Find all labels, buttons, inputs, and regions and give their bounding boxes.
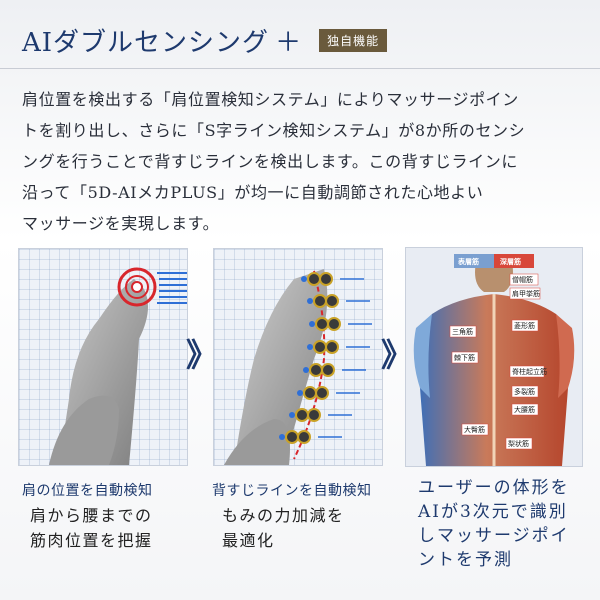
step-1-line: 肩から腰までの xyxy=(30,506,153,525)
muscle-label: 肩甲挙筋 xyxy=(512,289,540,298)
step-3-line: ユーザーの体形を xyxy=(418,478,570,498)
muscle-label: 梨状筋 xyxy=(508,439,529,448)
muscle-label: 僧帽筋 xyxy=(512,275,533,284)
massage-roller-icon xyxy=(285,272,341,444)
header-divider xyxy=(0,68,600,69)
step-2-heading: 背すじラインを自動検知 xyxy=(212,483,372,499)
step-3-body: ユーザーの体形を AIが3次元で識別 しマッサージポイ ントを予測 xyxy=(418,476,570,572)
title-plus: ＋ xyxy=(275,28,302,58)
step-3-line: AIが3次元で識別 xyxy=(418,502,568,522)
deep-muscle-label: 深層筋 xyxy=(500,257,521,266)
description: 肩位置を検出する「肩位置検知システム」によりマッサージポイン トを割り出し、さら… xyxy=(22,84,582,239)
page-title: AIダブルセンシング xyxy=(22,28,270,58)
description-line: トを割り出し、さらに「S字ライン検知システム」が8か所のセンシ xyxy=(22,121,526,140)
muscle-label: 菱形筋 xyxy=(514,321,535,330)
step-2-body: もみの力加減を 最適化 xyxy=(222,503,345,553)
description-line: ングを行うことで背すじラインを検出します。この背すじラインに xyxy=(22,152,518,171)
shoulder-sensor-icon xyxy=(117,267,157,307)
step-2-line: もみの力加減を xyxy=(222,506,345,525)
spine-detection-illustration xyxy=(214,249,382,465)
feature-badge: 独自機能 xyxy=(319,29,388,52)
muscle-label: 三角筋 xyxy=(452,327,473,336)
description-line: 沿って「5D-AIメカPLUS」が均一に自動調節された心地よい xyxy=(22,183,484,202)
step-1-line: 筋肉位置を把握 xyxy=(30,531,153,550)
layer-arrow xyxy=(454,254,534,268)
step-3-line: ントを予測 xyxy=(418,550,513,570)
step-1-heading: 肩の位置を自動検知 xyxy=(22,483,153,499)
header: AIダブルセンシング ＋ 独自機能 xyxy=(22,22,388,59)
spine-detection-image xyxy=(213,248,383,466)
surface-muscle-label: 表層筋 xyxy=(457,257,479,266)
shoulder-detection-image xyxy=(18,248,188,466)
step-3-line: しマッサージポイ xyxy=(418,526,570,546)
step-1-body: 肩から腰までの 筋肉位置を把握 xyxy=(30,503,153,553)
muscle-label: 棘下筋 xyxy=(454,353,475,362)
anatomy-illustration: 表層筋 深層筋 僧帽筋 肩甲挙筋 三角筋 菱形筋 棘下筋 脊柱起立筋 多裂筋 大… xyxy=(406,248,582,466)
step-2-line: 最適化 xyxy=(222,531,275,550)
anatomy-image: 表層筋 深層筋 僧帽筋 肩甲挙筋 三角筋 菱形筋 棘下筋 脊柱起立筋 多裂筋 大… xyxy=(405,247,583,467)
chevron-right-icon: 》 xyxy=(186,336,219,374)
shoulder-detection-illustration xyxy=(19,249,187,465)
muscle-label: 多裂筋 xyxy=(514,387,535,396)
muscle-label: 大腰筋 xyxy=(514,405,535,414)
muscle-label: 脊柱起立筋 xyxy=(512,367,547,376)
description-line: マッサージを実現します。 xyxy=(22,214,220,233)
description-line: 肩位置を検出する「肩位置検知システム」によりマッサージポイン xyxy=(22,90,519,109)
muscle-label: 大臀筋 xyxy=(464,425,485,434)
